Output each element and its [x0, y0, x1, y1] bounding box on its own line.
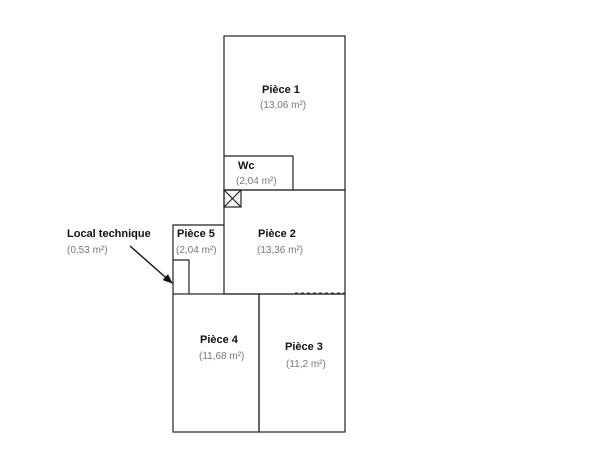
piece5-area: (2,04 m²) — [176, 245, 217, 256]
room-piece3-outline — [258, 293, 346, 433]
room-piece2-outline — [223, 189, 346, 295]
wc-area: (2,04 m²) — [236, 176, 277, 187]
piece4-name: Pièce 4 — [200, 334, 239, 346]
piece1-area: (13,06 m²) — [260, 100, 306, 111]
piece2-area: (13,36 m²) — [257, 245, 303, 256]
wc-name: Wc — [238, 160, 255, 172]
room-piece5-outline — [172, 224, 224, 294]
piece3-name: Pièce 3 — [285, 341, 323, 353]
room-local-technique-outline — [173, 259, 190, 294]
piece1-name: Pièce 1 — [262, 84, 300, 96]
shaft-symbol — [223, 189, 242, 208]
local-technique-name: Local technique — [67, 228, 151, 240]
piece2-name: Pièce 2 — [258, 228, 296, 240]
piece3-area: (11,2 m²) — [286, 359, 326, 370]
room-piece4-outline — [172, 293, 260, 433]
piece4-area: (11,68 m²) — [199, 351, 244, 362]
room-wc-outline — [224, 155, 294, 190]
local-technique-arrow — [129, 245, 173, 284]
local-technique-area: (0,53 m²) — [67, 245, 108, 256]
piece5-name: Pièce 5 — [177, 228, 215, 240]
